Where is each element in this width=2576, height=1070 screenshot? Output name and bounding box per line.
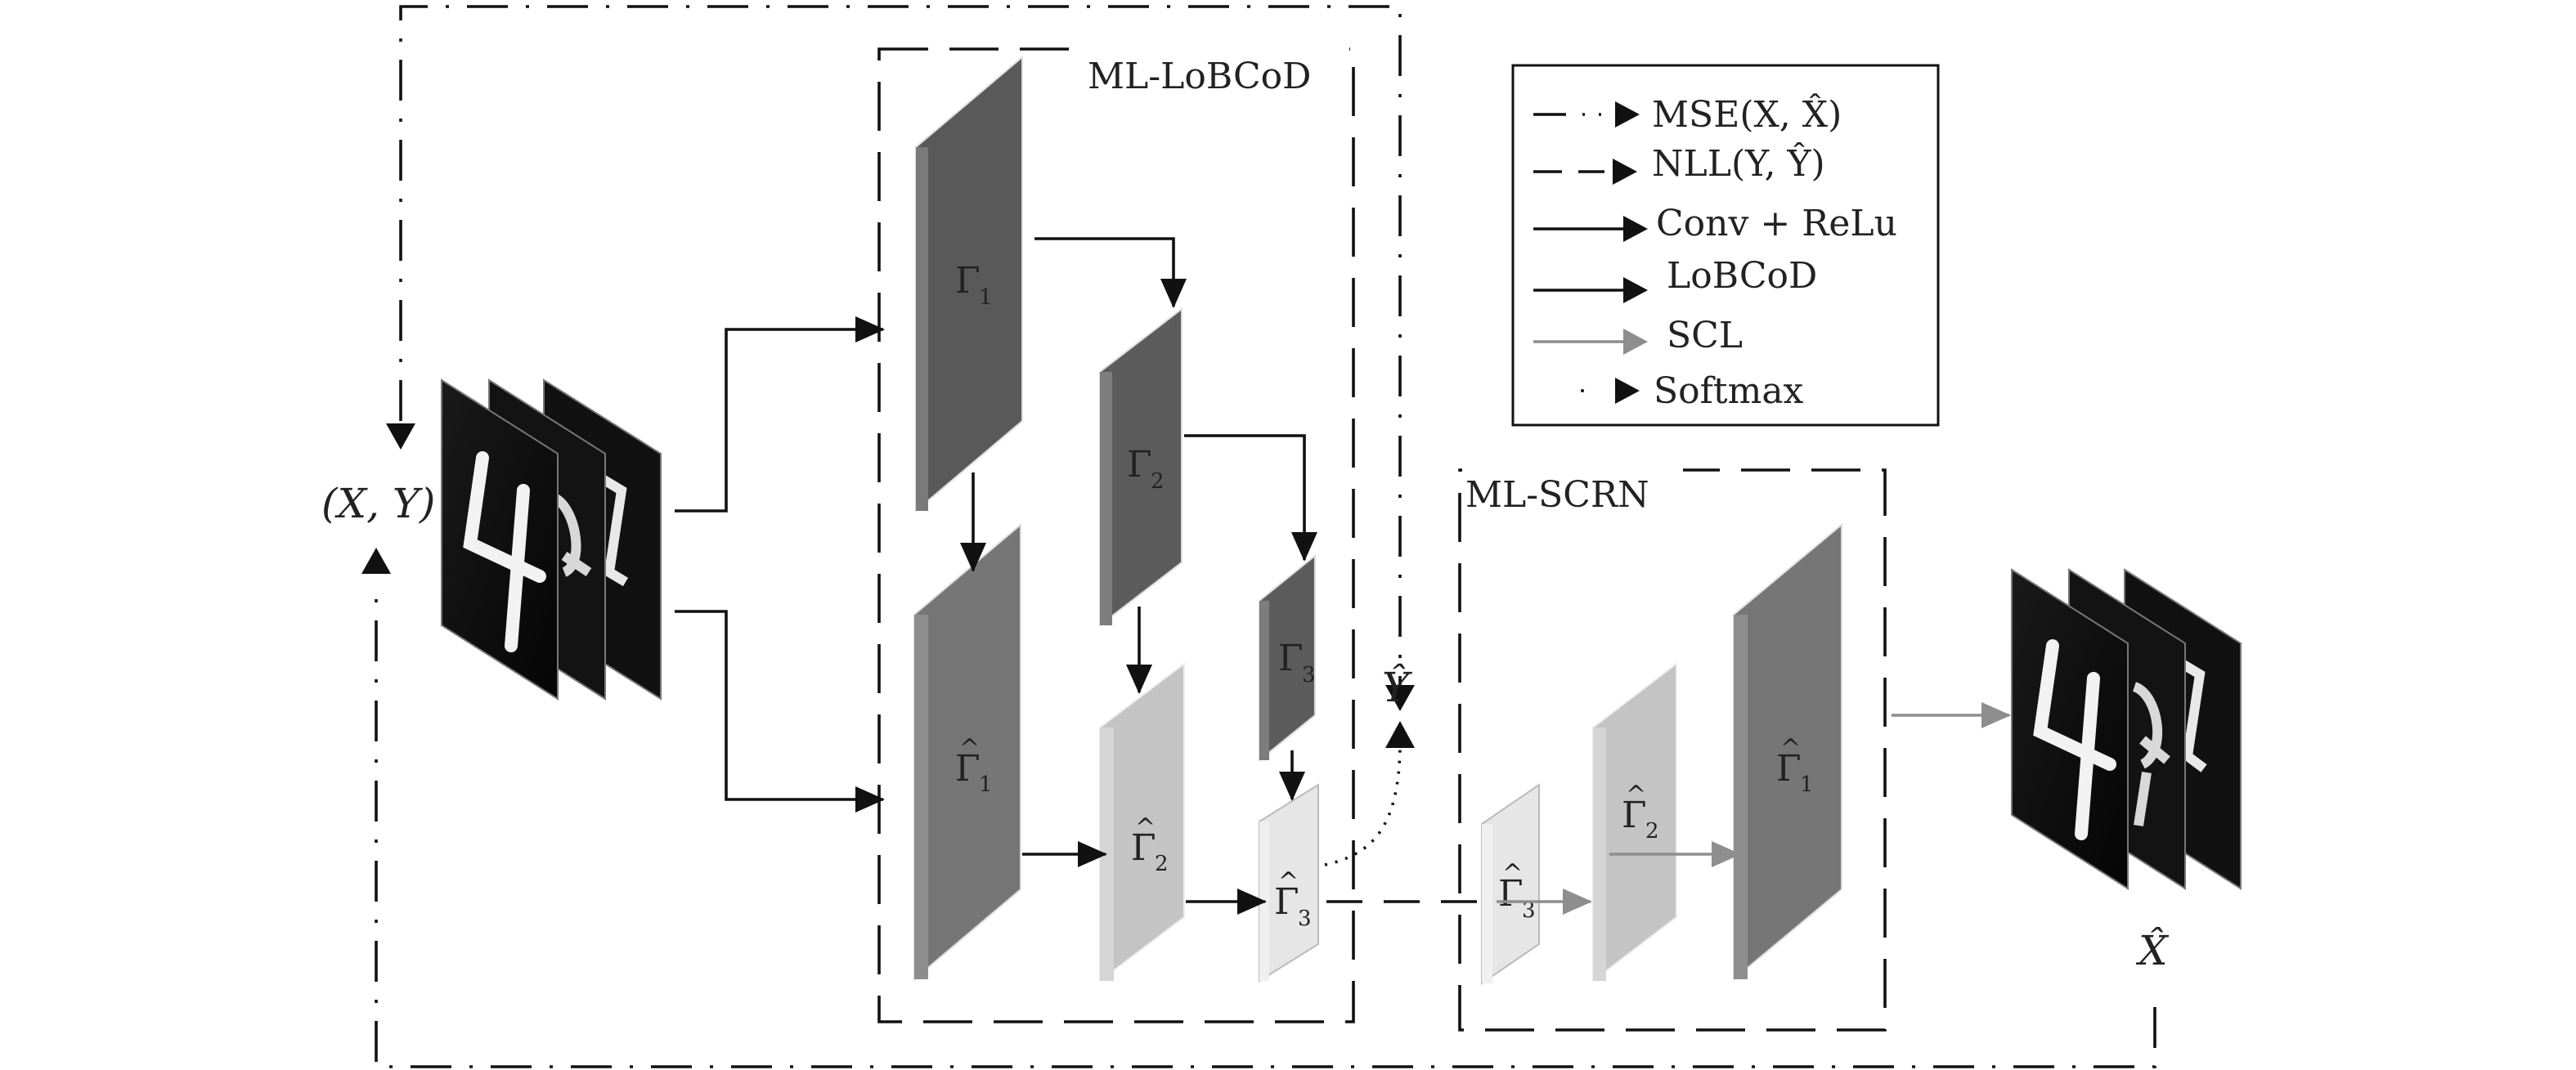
mse-loop-bottom [375, 589, 2156, 1068]
label-gamma1: Γ [955, 260, 981, 302]
svg-text:2: 2 [1645, 819, 1659, 844]
loop-arrow-up [361, 548, 391, 574]
softmax-dotted-arrow [1324, 747, 1402, 866]
layer-gamma1: Γ 1 [915, 55, 1023, 513]
svg-text:1: 1 [1800, 772, 1814, 797]
digit-four-output [2033, 639, 2116, 840]
label-gamma3-hat-decoder: Γ [1498, 873, 1524, 915]
legend-label-conv: Conv + ReLu [1656, 203, 1897, 244]
yhat-label: Ŷ [1382, 663, 1412, 711]
legend-item-softmax: Softmax [1581, 370, 1804, 412]
encoder-title: ML-LoBCoD [1088, 56, 1311, 97]
input-image-stack [441, 378, 662, 701]
svg-text:^: ^ [1626, 781, 1646, 809]
loop-arrow-down [386, 423, 415, 450]
legend-item-conv: Conv + ReLu [1533, 203, 1897, 244]
decoder-title: ML-SCRN [1465, 474, 1649, 516]
legend-label-softmax: Softmax [1654, 370, 1804, 412]
layer-gamma2-hat-decoder: Γ ^ 2 [1592, 661, 1677, 983]
digit-four-input [463, 451, 546, 652]
legend-item-lobcod: LoBCoD [1533, 255, 1817, 303]
label-gamma2-hat-decoder: Γ [1622, 795, 1647, 836]
layer-gamma3-hat-encoder: Γ ^ 3 [1259, 783, 1319, 983]
svg-text:3: 3 [1302, 663, 1316, 687]
label-gamma3: Γ [1278, 638, 1304, 679]
output-image-stack [2011, 568, 2242, 890]
legend-label-lobcod: LoBCoD [1667, 255, 1817, 297]
svg-text:^: ^ [1780, 734, 1801, 763]
label-gamma1-hat: Γ [955, 748, 981, 790]
legend-item-nll: NLL(Y, Ŷ) [1533, 141, 1825, 185]
svg-text:^: ^ [959, 734, 980, 763]
xhat-label: X̂ [2135, 926, 2170, 974]
layer-gamma1-hat-decoder: Γ ^ 1 [1733, 522, 1842, 982]
svg-text:3: 3 [1522, 898, 1536, 923]
input-label: (X, Y) [321, 480, 435, 527]
decoder-group-box: ML-SCRN [1458, 468, 1887, 1032]
svg-text:1: 1 [979, 285, 993, 310]
layer-gamma3: Γ 3 [1259, 553, 1316, 763]
layer-gamma2: Γ 2 [1099, 307, 1183, 628]
mse-loop-top [399, 5, 1402, 687]
svg-text:^: ^ [1278, 867, 1299, 896]
arrow-input-to-g1hat [675, 610, 885, 813]
svg-text:3: 3 [1298, 907, 1312, 931]
arrow-g1-to-g2 [1034, 237, 1187, 308]
svg-text:^: ^ [1135, 813, 1156, 842]
svg-text:1: 1 [979, 772, 993, 797]
arrow-input-to-g1 [675, 316, 885, 513]
label-gamma3-hat-encoder: Γ [1274, 881, 1299, 923]
legend-label-nll: NLL(Y, Ŷ) [1652, 141, 1825, 185]
yhat-dash-arrow [1385, 685, 1415, 711]
layer-gamma1-hat: Γ ^ 1 [913, 522, 1021, 982]
legend-item-scl: SCL [1533, 315, 1743, 356]
svg-text:2: 2 [1155, 852, 1169, 876]
legend-label-scl: SCL [1667, 315, 1743, 356]
label-gamma1-hat-decoder: Γ [1776, 748, 1802, 790]
layer-gamma3-hat-decoder: Γ ^ 3 [1481, 783, 1540, 985]
legend-item-mse: MSE(X, X̂) [1533, 92, 1842, 136]
encoder-group-box: ML-LoBCoD [877, 47, 1355, 1023]
svg-text:^: ^ [1502, 859, 1523, 888]
legend: MSE(X, X̂) NLL(Y, Ŷ) Conv + ReLu LoBCoD … [1511, 64, 1940, 427]
layer-gamma2-hat: Γ ^ 2 [1099, 661, 1185, 983]
softmax-arrowhead [1385, 721, 1415, 748]
svg-text:2: 2 [1151, 469, 1165, 494]
label-gamma2-hat: Γ [1131, 827, 1156, 869]
arrow-g2-to-g3 [1184, 434, 1317, 562]
label-gamma2: Γ [1127, 444, 1152, 486]
legend-label-mse: MSE(X, X̂) [1652, 92, 1842, 136]
